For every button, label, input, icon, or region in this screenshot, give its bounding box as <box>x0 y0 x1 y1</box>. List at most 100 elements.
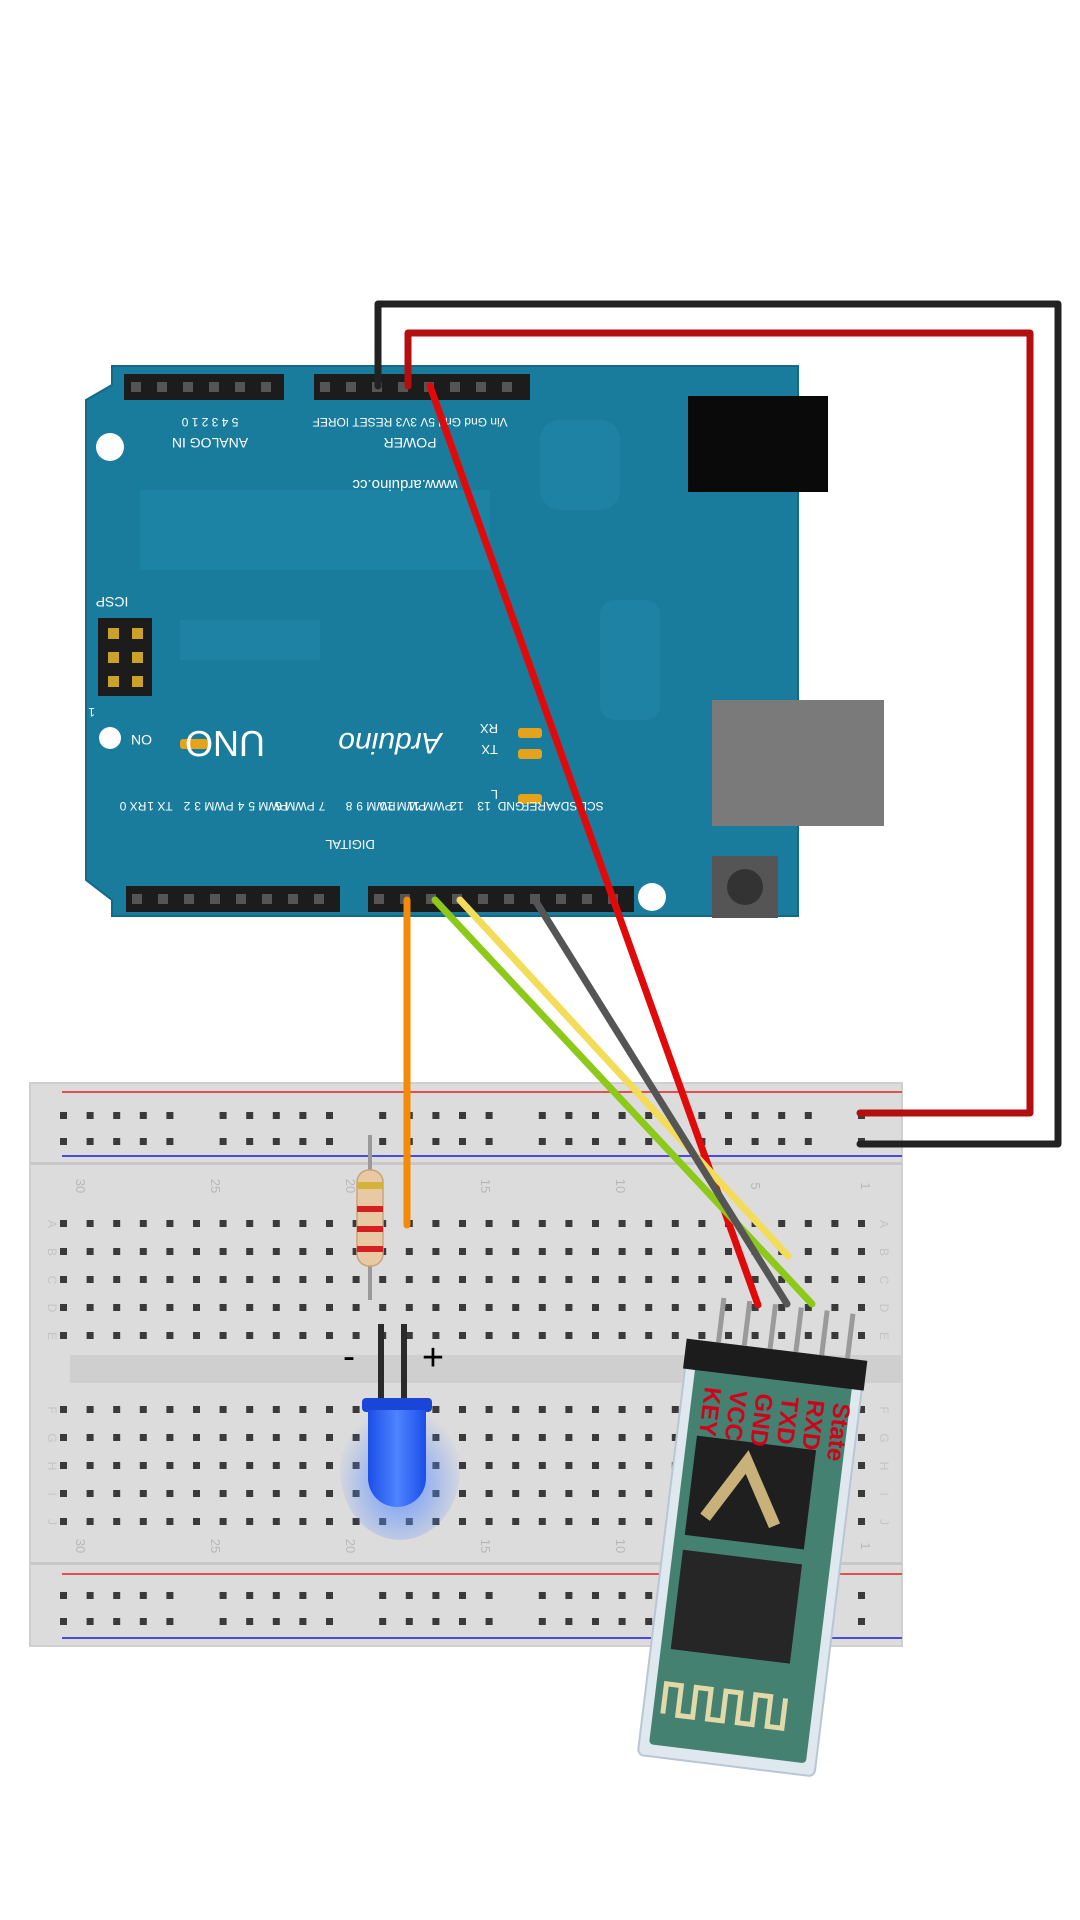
breadboard-hole <box>459 1332 466 1339</box>
digital-pin-label: 12 <box>450 799 464 813</box>
breadboard-hole <box>405 1592 413 1599</box>
breadboard-hole <box>565 1248 573 1255</box>
breadboard-hole <box>139 1490 147 1497</box>
breadboard-hole <box>166 1518 174 1525</box>
breadboard-hole <box>538 1332 546 1339</box>
breadboard-hole <box>459 1276 466 1283</box>
header-pin <box>236 894 246 904</box>
breadboard-hole <box>193 1434 200 1441</box>
breadboard-hole <box>645 1220 653 1227</box>
breadboard-hole <box>352 1332 360 1339</box>
breadboard-hole <box>485 1618 493 1625</box>
breadboard-hole <box>512 1490 520 1497</box>
breadboard-hole <box>219 1434 227 1441</box>
breadboard-hole <box>166 1112 174 1119</box>
breadboard-hole <box>326 1462 333 1469</box>
breadboard-row-letter: E <box>45 1332 59 1340</box>
breadboard-hole <box>618 1406 626 1413</box>
breadboard-hole <box>60 1220 67 1227</box>
breadboard-hole <box>831 1276 839 1283</box>
breadboard-hole <box>113 1332 121 1339</box>
breadboard-hole <box>512 1304 520 1311</box>
breadboard-hole <box>139 1304 147 1311</box>
breadboard-hole <box>86 1618 94 1625</box>
header-pin <box>131 382 141 392</box>
breadboard-hole <box>432 1138 440 1145</box>
breadboard-hole <box>86 1518 94 1525</box>
breadboard-hole <box>804 1304 812 1311</box>
breadboard-row-letter: B <box>45 1248 59 1256</box>
breadboard-hole <box>219 1490 227 1497</box>
digital-pin-label: SDA <box>553 799 578 813</box>
header-pin <box>132 894 142 904</box>
breadboard-hole <box>485 1248 493 1255</box>
breadboard-hole <box>512 1248 520 1255</box>
wire-gnd-gray <box>531 896 791 1308</box>
breadboard-hole <box>86 1490 94 1497</box>
breadboard-hole <box>459 1304 466 1311</box>
breadboard-hole <box>405 1248 413 1255</box>
breadboard-hole <box>272 1276 280 1283</box>
led-body <box>368 1410 426 1507</box>
breadboard-hole <box>565 1138 573 1145</box>
breadboard-hole <box>113 1112 121 1119</box>
breadboard-hole <box>193 1518 200 1525</box>
breadboard-hole <box>139 1518 147 1525</box>
breadboard-hole <box>858 1406 865 1413</box>
breadboard-hole <box>299 1138 307 1145</box>
breadboard-hole <box>219 1220 227 1227</box>
breadboard-hole <box>326 1434 333 1441</box>
breadboard-hole <box>246 1138 254 1145</box>
breadboard-hole <box>538 1462 546 1469</box>
header-pin <box>426 894 436 904</box>
breadboard-hole <box>272 1304 280 1311</box>
breadboard-hole <box>778 1332 786 1339</box>
digital-pin-label: TX 1 <box>147 799 173 813</box>
breadboard-row-letter: J <box>877 1519 891 1525</box>
breadboard-hole <box>272 1592 280 1599</box>
breadboard-hole <box>858 1220 865 1227</box>
breadboard-hole <box>272 1518 280 1525</box>
breadboard-hole <box>432 1618 440 1625</box>
wire-rx-yellow <box>456 896 792 1260</box>
breadboard-hole <box>858 1276 865 1283</box>
breadboard-hole <box>671 1220 679 1227</box>
breadboard-hole <box>299 1406 307 1413</box>
breadboard-hole <box>113 1304 121 1311</box>
breadboard-hole <box>618 1276 626 1283</box>
breadboard-hole <box>166 1220 174 1227</box>
analog-header <box>124 374 284 400</box>
breadboard-hole <box>113 1592 121 1599</box>
header-pin <box>320 382 330 392</box>
breadboard-row-letter: D <box>877 1304 891 1313</box>
breadboard-hole <box>352 1248 360 1255</box>
breadboard-hole <box>565 1592 573 1599</box>
breadboard-hole <box>565 1406 573 1413</box>
led-plus-label: + <box>422 1337 444 1379</box>
breadboard-hole <box>139 1220 147 1227</box>
breadboard-hole <box>113 1462 121 1469</box>
breadboard-hole <box>778 1112 786 1119</box>
breadboard-hole <box>618 1462 626 1469</box>
breadboard-hole <box>858 1248 865 1255</box>
icsp-pin <box>132 676 143 687</box>
header-pin <box>374 894 384 904</box>
breadboard-hole <box>246 1462 254 1469</box>
breadboard-column-number: 25 <box>208 1539 223 1553</box>
breadboard-hole <box>379 1618 387 1625</box>
breadboard-hole <box>219 1618 227 1625</box>
header-pin <box>209 382 219 392</box>
power-label: POWER <box>384 435 437 451</box>
analog-in-label: ANALOG IN <box>172 435 248 451</box>
breadboard-hole <box>565 1518 573 1525</box>
breadboard-hole <box>86 1304 94 1311</box>
breadboard-hole <box>113 1518 121 1525</box>
breadboard-hole <box>858 1304 865 1311</box>
breadboard-hole <box>538 1592 546 1599</box>
digital-pin-label: 2 <box>183 799 190 813</box>
digital-pin-label: SCL <box>580 799 604 813</box>
breadboard-hole <box>512 1434 520 1441</box>
breadboard-hole <box>698 1112 706 1119</box>
breadboard-hole <box>113 1618 121 1625</box>
